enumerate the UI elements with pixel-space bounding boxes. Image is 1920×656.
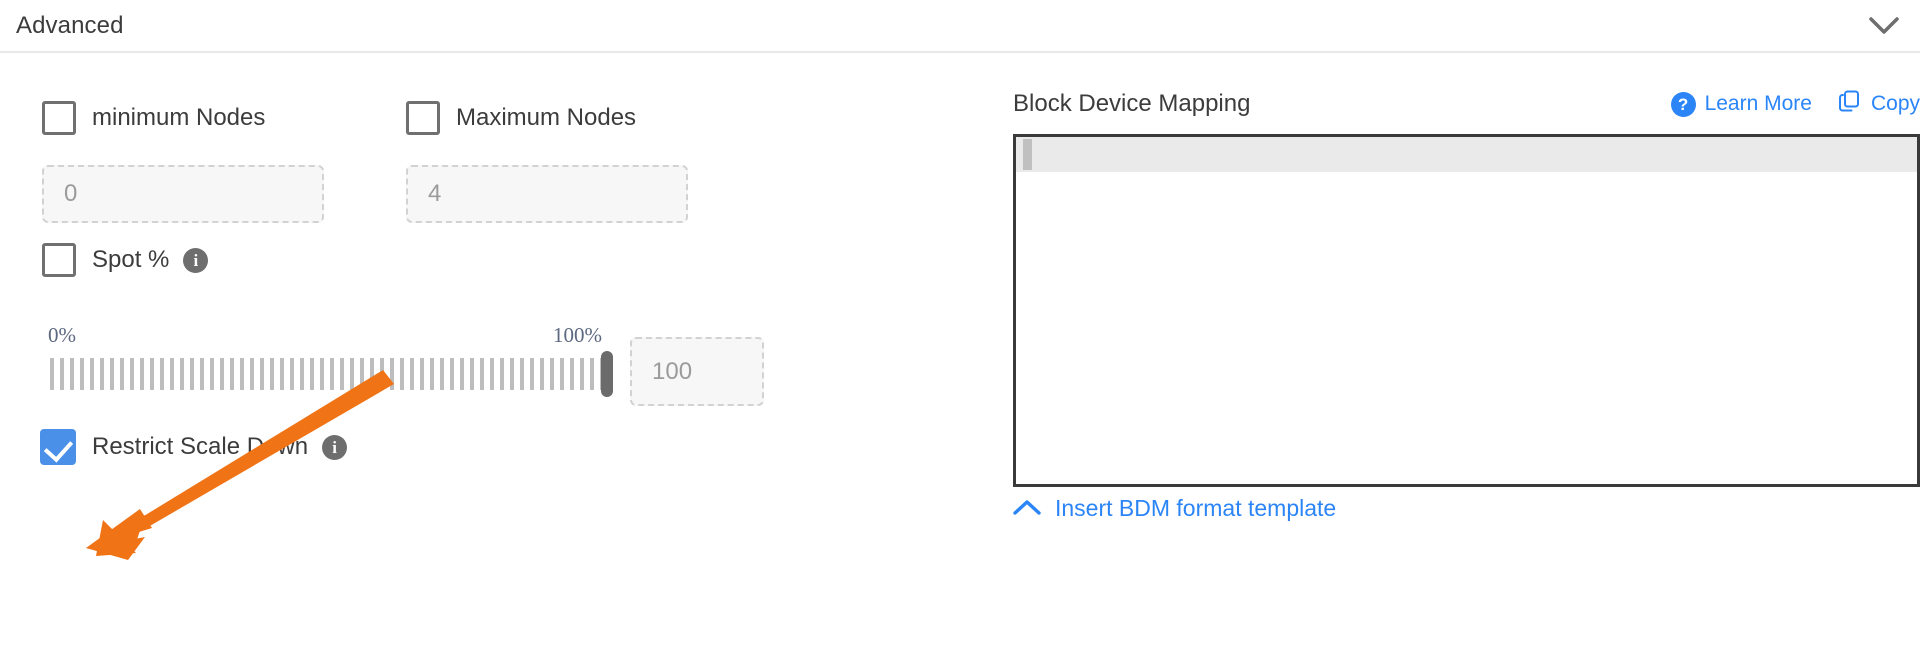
editor-active-line — [1016, 137, 1917, 172]
page-title: Advanced — [16, 11, 124, 39]
bdm-actions: ? Learn More Copy — [1670, 89, 1920, 119]
left-settings-column: minimum Nodes Maximum Nodes Spot % i 0% … — [0, 53, 985, 656]
restrict-scale-down-info-icon[interactable]: i — [322, 434, 348, 460]
min-nodes-label: minimum Nodes — [92, 104, 266, 131]
min-nodes-row: minimum Nodes — [42, 101, 265, 135]
learn-more-label: Learn More — [1704, 92, 1812, 115]
insert-bdm-template-label: Insert BDM format template — [1055, 495, 1337, 521]
learn-more-link[interactable]: ? Learn More — [1670, 91, 1812, 117]
restrict-scale-down-row: Restrict Scale Down i — [40, 429, 348, 465]
spot-percent-info-icon[interactable]: i — [183, 247, 209, 273]
restrict-scale-down-checkbox[interactable] — [40, 429, 76, 465]
chevron-up-icon — [1013, 495, 1041, 522]
bdm-header: Block Device Mapping ? Learn More Copy — [1013, 87, 1920, 121]
slider-min-label: 0% — [48, 323, 76, 347]
bdm-code-editor[interactable] — [1013, 134, 1920, 487]
min-nodes-input[interactable] — [42, 165, 324, 223]
max-nodes-checkbox[interactable] — [406, 101, 440, 135]
spot-percent-row: Spot % i — [42, 243, 209, 277]
spot-percent-label: Spot % — [92, 246, 170, 273]
max-nodes-row: Maximum Nodes — [406, 101, 636, 135]
restrict-scale-down-label: Restrict Scale Down — [92, 433, 309, 460]
editor-gutter-marker — [1023, 139, 1032, 170]
spot-percent-slider-handle[interactable] — [601, 351, 613, 397]
bdm-title: Block Device Mapping — [1013, 90, 1251, 117]
spot-percent-slider-track[interactable] — [50, 358, 612, 390]
question-mark-badge-icon: ? — [1670, 91, 1696, 117]
insert-bdm-template-link[interactable]: Insert BDM format template — [1013, 495, 1336, 522]
copy-icon — [1838, 89, 1862, 119]
block-device-mapping-column: Block Device Mapping ? Learn More Copy — [1013, 53, 1920, 656]
spot-percent-checkbox[interactable] — [42, 243, 76, 277]
collapse-section-button[interactable] — [1862, 4, 1906, 48]
max-nodes-label: Maximum Nodes — [456, 104, 637, 131]
slider-max-label: 100% — [553, 323, 602, 347]
spot-percent-slider-group: 0% 100% — [0, 53, 985, 656]
copy-label: Copy — [1870, 92, 1920, 115]
copy-button[interactable]: Copy — [1838, 89, 1920, 119]
max-nodes-input[interactable] — [406, 165, 688, 223]
spot-percent-value-input[interactable] — [630, 337, 764, 406]
section-header: Advanced — [0, 0, 1920, 53]
min-nodes-checkbox[interactable] — [42, 101, 76, 135]
chevron-down-icon — [1869, 16, 1899, 35]
